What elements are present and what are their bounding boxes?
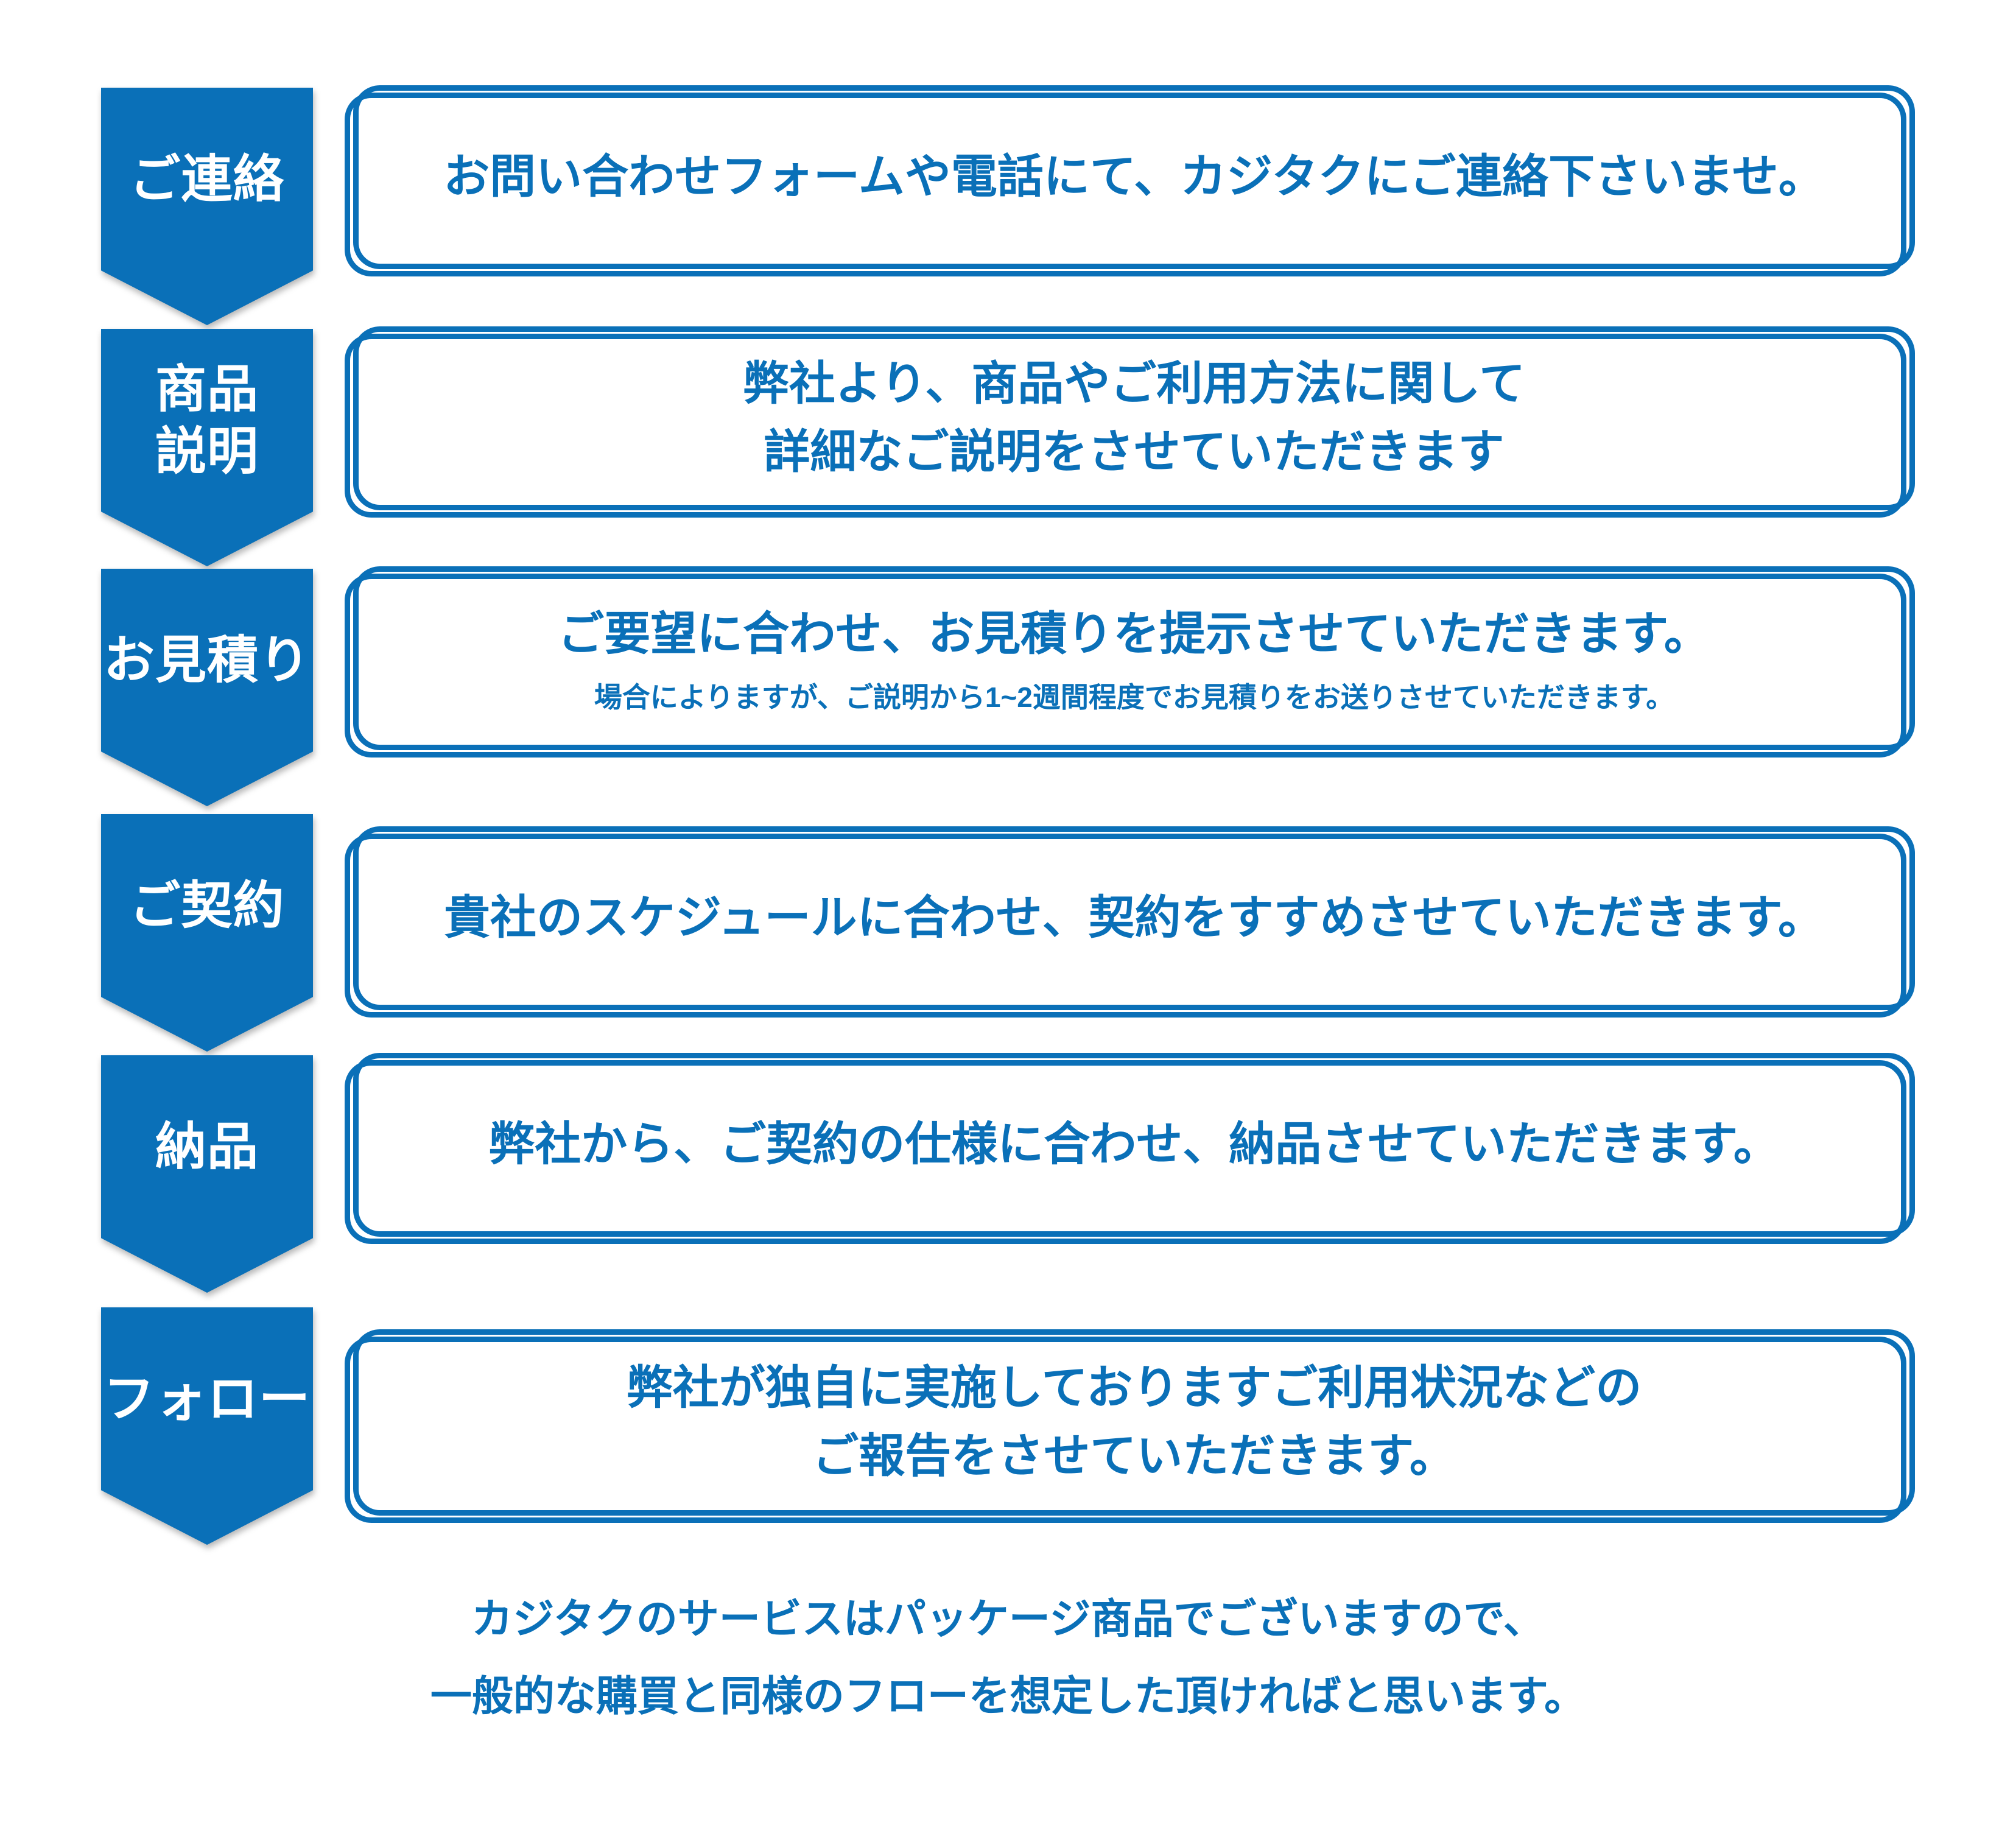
footer-note-line: 一般的な購買と同様のフローを想定した頂ければと思います。 (430, 1673, 1586, 1720)
step-arrow-contract: ご契約 (101, 814, 313, 1052)
flow-step-row-contract: ご契約 貴社のスケジュールに合わせ、契約をすすめさせていただきます。 (0, 812, 2016, 1055)
step-label: 納品 (155, 1117, 259, 1175)
step-label: フォロー (103, 1369, 311, 1427)
flow-step-row-contact: ご連絡 お問い合わせフォームや電話にて、カジタクにご連絡下さいませ。 (0, 85, 2016, 329)
step-description: 貴社のスケジュールに合わせ、契約をすすめさせていただきます。 (443, 891, 1825, 944)
pennant-arrow-shape (101, 814, 313, 1052)
step-box-delivery: 弊社から、ご契約の仕様に合わせ、納品させていただきます。 (353, 1053, 1915, 1237)
step-description: 弊社が独自に実施しておりますご利用状況などの (626, 1362, 1642, 1414)
step-description: 弊社から、ご契約の仕様に合わせ、納品させていただきます。 (488, 1118, 1780, 1170)
flow-step-row-delivery: 納品 弊社から、ご契約の仕様に合わせ、納品させていただきます。 (0, 1053, 2016, 1296)
step-label: ご連絡 (129, 150, 285, 208)
step-arrow-estimate: お見積り (101, 569, 313, 806)
flow-step-row-product-explanation: 商品 説明 弊社より、商品やご利用方法に関して 詳細なご説明をさせていただきます (0, 326, 2016, 570)
step-arrow-contact: ご連絡 (101, 88, 313, 325)
flow-step-row-follow: フォロー 弊社が独自に実施しておりますご利用状況などの ご報告をさせていただきま… (0, 1305, 2016, 1548)
step-description-note: 場合によりますが、ご説明から1~2週間程度でお見積りをお送りさせていただきます。 (594, 681, 1674, 714)
step-arrow-product-explanation: 商品 説明 (101, 329, 313, 566)
pennant-arrow-shape (101, 329, 313, 566)
pennant-arrow-shape (101, 88, 313, 325)
step-box-estimate: ご要望に合わせ、お見積りを提示させていただきます。 場合によりますが、ご説明から… (353, 566, 1915, 750)
footer-note-line: カジタクのサービスはパッケージ商品でございますので、 (471, 1596, 1545, 1642)
flow-step-row-estimate: お見積り ご要望に合わせ、お見積りを提示させていただきます。 場合によりますが、… (0, 566, 2016, 810)
step-label: お見積り (103, 631, 311, 689)
pennant-arrow-shape (101, 569, 313, 806)
step-description: ご要望に合わせ、お見積りを提示させていただきます。 (558, 608, 1710, 660)
step-box-contact: お問い合わせフォームや電話にて、カジタクにご連絡下さいませ。 (353, 85, 1915, 269)
step-description: ご報告をさせていただきます。 (812, 1430, 1456, 1482)
step-arrow-delivery: 納品 (101, 1055, 313, 1293)
step-arrow-follow: フォロー (101, 1307, 313, 1545)
step-description: 弊社より、商品やご利用方法に関して (742, 357, 1526, 410)
footer-note: カジタクのサービスはパッケージ商品でございますので、 一般的な購買と同様のフロー… (0, 1581, 2016, 1735)
pennant-arrow-shape (101, 1055, 313, 1293)
step-box-contract: 貴社のスケジュールに合わせ、契約をすすめさせていただきます。 (353, 826, 1915, 1010)
step-description: 詳細なご説明をさせていただきます (764, 426, 1505, 478)
pennant-arrow-shape (101, 1307, 313, 1545)
step-box-product-explanation: 弊社より、商品やご利用方法に関して 詳細なご説明をさせていただきます (353, 326, 1915, 510)
step-description: お問い合わせフォームや電話にて、カジタクにご連絡下さいませ。 (443, 150, 1825, 203)
step-label: 商品 説明 (155, 360, 259, 480)
step-label: ご契約 (129, 876, 285, 934)
step-box-follow: 弊社が独自に実施しておりますご利用状況などの ご報告をさせていただきます。 (353, 1329, 1915, 1516)
